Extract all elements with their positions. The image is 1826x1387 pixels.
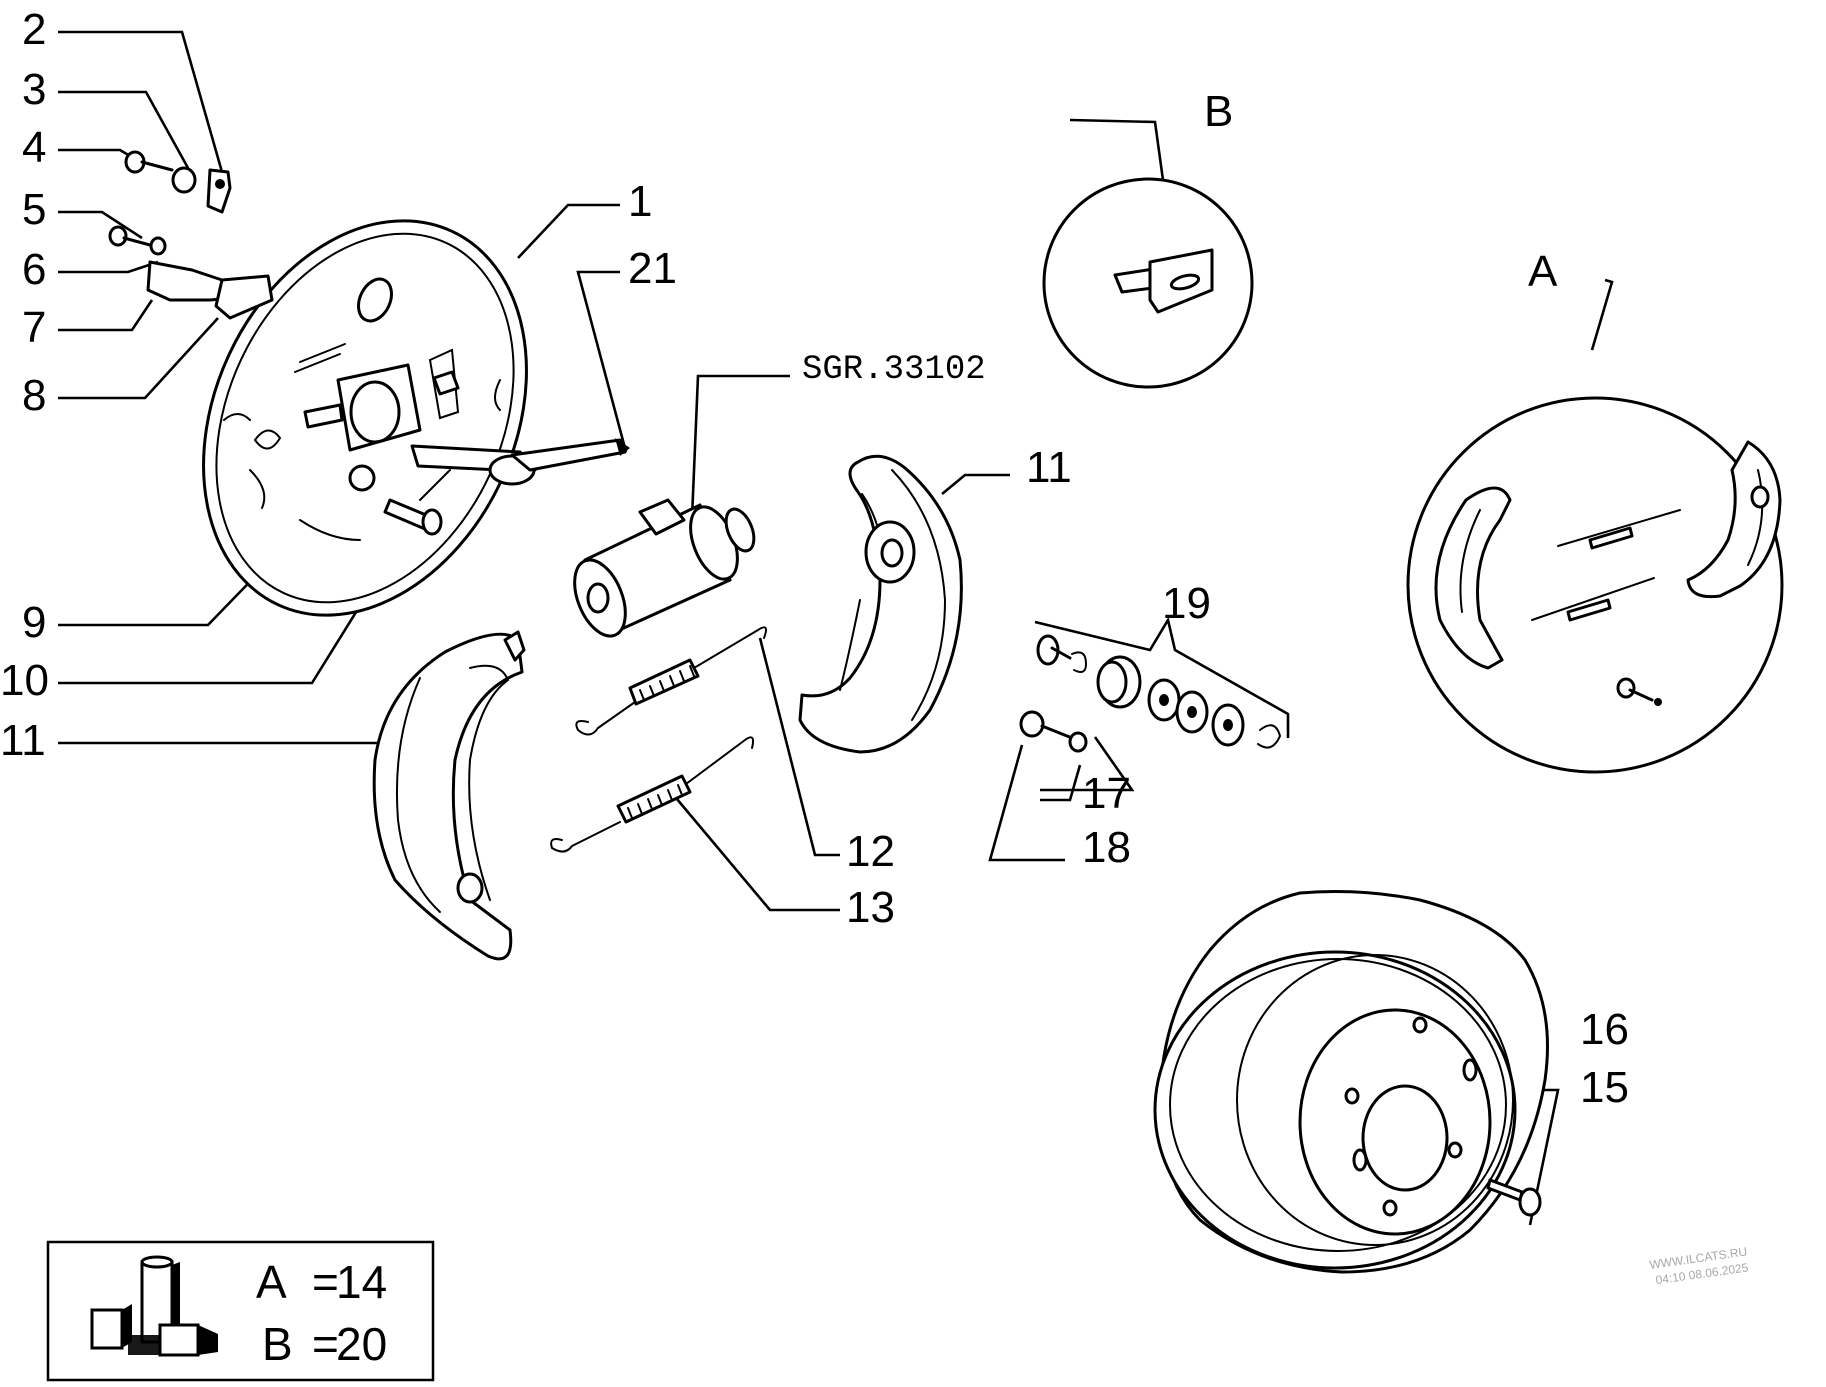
legend-kit-b-value: 20 (336, 1318, 387, 1370)
callout-1: 1 (628, 177, 652, 226)
callout-8: 8 (22, 371, 46, 420)
detail-label-b: B (1204, 87, 1233, 136)
callout-5: 5 (22, 185, 46, 234)
callout-13: 13 (846, 883, 895, 932)
callout-16: 16 (1580, 1005, 1629, 1054)
callout-11-left: 11 (0, 716, 46, 765)
callout-21: 21 (628, 244, 677, 293)
return-springs-drawing (550, 626, 767, 853)
callout-3: 3 (22, 65, 46, 114)
repair-kit-drawing (1019, 616, 1290, 753)
callout-11-right: 11 (1026, 443, 1072, 492)
legend-kit-a-sep: = (312, 1256, 339, 1308)
callout-19: 19 (1162, 579, 1211, 628)
callout-4: 4 (22, 123, 46, 172)
callout-labels: 2 3 4 5 6 7 8 1 21 9 10 11 11 12 13 19 1… (0, 5, 1629, 1112)
legend-kit-b-letter: B (262, 1318, 293, 1370)
retaining-hardware-drawing (108, 150, 274, 320)
callout-9: 9 (22, 598, 46, 647)
detail-label-a: A (1528, 247, 1558, 296)
drawing-code: SGR.33102 (802, 351, 986, 389)
brake-drum-drawing (1153, 890, 1549, 1274)
wheel-cylinder-drawing (573, 498, 756, 638)
callout-6: 6 (22, 245, 46, 294)
callout-18: 18 (1082, 823, 1131, 872)
callout-15: 15 (1580, 1063, 1629, 1112)
legend-kit-a-letter: A (256, 1256, 287, 1308)
detail-a-drawing (1406, 396, 1784, 774)
brake-shoe-left-drawing (372, 630, 526, 961)
callout-17: 17 (1082, 769, 1131, 818)
detail-b-drawing (1042, 177, 1254, 389)
fiat-parts-boxes-icon (90, 1255, 218, 1357)
legend-kit-a-value: 14 (336, 1256, 387, 1308)
legend-kit-b-sep: = (312, 1318, 339, 1370)
brake-shoe-right-drawing (798, 454, 963, 754)
callout-7: 7 (22, 303, 46, 352)
watermark: WWW.ILCATS.RU 04:10 08.06.2025 (1649, 1244, 1750, 1287)
backing-plate-drawing (202, 219, 630, 617)
callout-10: 10 (0, 656, 49, 705)
callout-12: 12 (846, 827, 895, 876)
callout-2: 2 (22, 5, 46, 54)
legend-box: A = 14 B = 20 (46, 1240, 435, 1382)
